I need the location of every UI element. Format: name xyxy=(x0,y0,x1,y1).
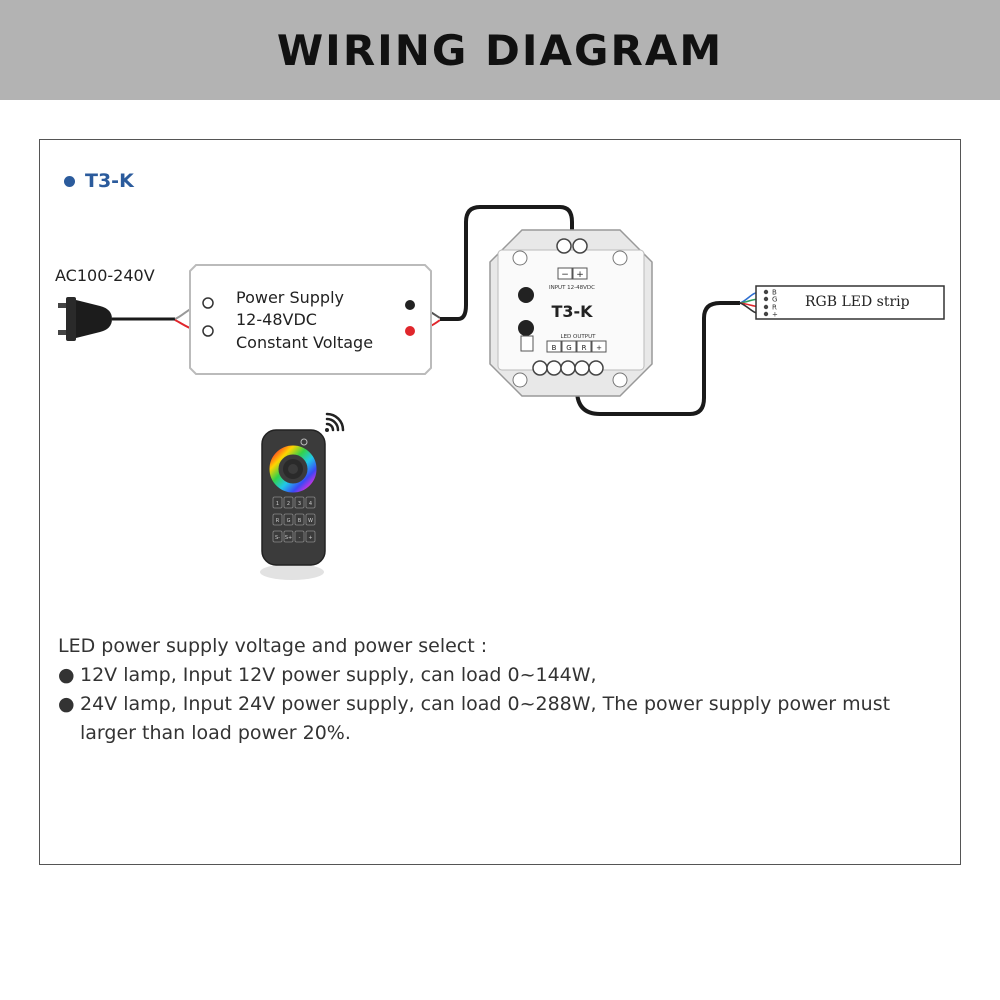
output-cable xyxy=(575,301,740,416)
remote-key-label: G xyxy=(287,518,291,524)
output-terminal-plus: + xyxy=(596,344,602,352)
psu-terminal-pos xyxy=(405,326,415,336)
psu-line-2: 12-48VDC xyxy=(236,310,317,329)
remote-key xyxy=(294,513,305,526)
note-text: 12V lamp, Input 12V power supply, can lo… xyxy=(80,664,597,686)
remote-key xyxy=(272,496,283,509)
notes-section: LED power supply voltage and power selec… xyxy=(58,632,938,748)
remote-key xyxy=(283,530,294,543)
remote-key xyxy=(305,513,316,526)
strip-pin-g: G xyxy=(772,296,777,304)
output-terminal-r: R xyxy=(582,344,587,352)
remote-color-wheel xyxy=(269,445,317,493)
remote-key-label: 1 xyxy=(276,501,279,507)
remote-key-label: - xyxy=(299,535,301,541)
remote-key xyxy=(305,530,316,543)
output-terminal-g: G xyxy=(566,344,571,352)
controller-name: T3-K xyxy=(551,302,593,321)
remote-key xyxy=(272,530,283,543)
led-strip-label: RGB LED strip xyxy=(805,294,910,310)
psu-terminal-l xyxy=(202,297,214,309)
diagram-frame xyxy=(39,139,961,865)
note-bullet: ● xyxy=(58,664,75,686)
note-item: ● 12V lamp, Input 12V power supply, can … xyxy=(58,661,938,690)
wireless-signal-icon xyxy=(325,412,345,432)
model-name: T3-K xyxy=(85,170,134,192)
controller-knob-top xyxy=(518,287,534,303)
remote-key xyxy=(283,513,294,526)
strip-pin-r: R xyxy=(772,304,777,312)
remote-key xyxy=(294,530,305,543)
notes-intro: LED power supply voltage and power selec… xyxy=(58,635,488,657)
note-text: 24V lamp, Input 24V power supply, can lo… xyxy=(80,693,891,715)
power-supply-unit xyxy=(189,264,432,375)
dc-cable xyxy=(440,205,574,321)
psu-line-3: Constant Voltage xyxy=(236,333,373,352)
input-socket-pos xyxy=(572,238,588,254)
controller-output-label: LED OUTPUT xyxy=(561,334,597,340)
remote-key xyxy=(294,496,305,509)
input-terminal-neg: − xyxy=(561,270,569,280)
remote-key xyxy=(272,513,283,526)
page-title: WIRING DIAGRAM xyxy=(276,25,724,75)
remote-key-label: R xyxy=(276,518,280,524)
controller-input-label: INPUT 12-48VDC xyxy=(549,285,595,291)
led-strip: B G R + RGB LED strip xyxy=(755,285,945,320)
model-label: T3-K xyxy=(64,170,134,192)
strip-pin-plus: + xyxy=(772,311,778,319)
psu-terminal-neg xyxy=(405,300,415,310)
remote-indicator xyxy=(300,438,308,446)
ac-input-label: AC100-240V xyxy=(55,266,155,285)
remote-key-label: 3 xyxy=(298,501,301,507)
note-continuation: larger than load power 20%. xyxy=(80,722,351,744)
remote-key-label: B xyxy=(298,518,302,524)
remote-key-label: S- xyxy=(275,535,280,541)
controller-unit: − + INPUT 12-48VDC T3-K LED OUTPUT B G R… xyxy=(489,229,653,397)
output-terminal-b: B xyxy=(552,344,557,352)
psu-terminal-n xyxy=(202,325,214,337)
header-banner: WIRING DIAGRAM xyxy=(0,0,1000,100)
note-item: ● 24V lamp, Input 24V power supply, can … xyxy=(58,690,938,719)
psu-line-1: Power Supply xyxy=(236,288,344,307)
remote-key-label: + xyxy=(308,535,312,541)
controller-knob-bottom xyxy=(518,320,534,336)
remote-key-label: S+ xyxy=(285,535,292,541)
model-bullet-icon xyxy=(64,175,75,187)
remote-key-label: 4 xyxy=(309,501,312,507)
input-socket-neg xyxy=(556,238,572,254)
input-terminal-pos: + xyxy=(576,270,584,280)
remote-key-label: W xyxy=(308,518,313,524)
note-bullet: ● xyxy=(58,693,75,715)
remote-key-label: 2 xyxy=(287,501,290,507)
remote-key xyxy=(283,496,294,509)
remote-key xyxy=(305,496,316,509)
ac-plug-icon xyxy=(58,297,112,341)
strip-pin-b: B xyxy=(772,289,777,297)
